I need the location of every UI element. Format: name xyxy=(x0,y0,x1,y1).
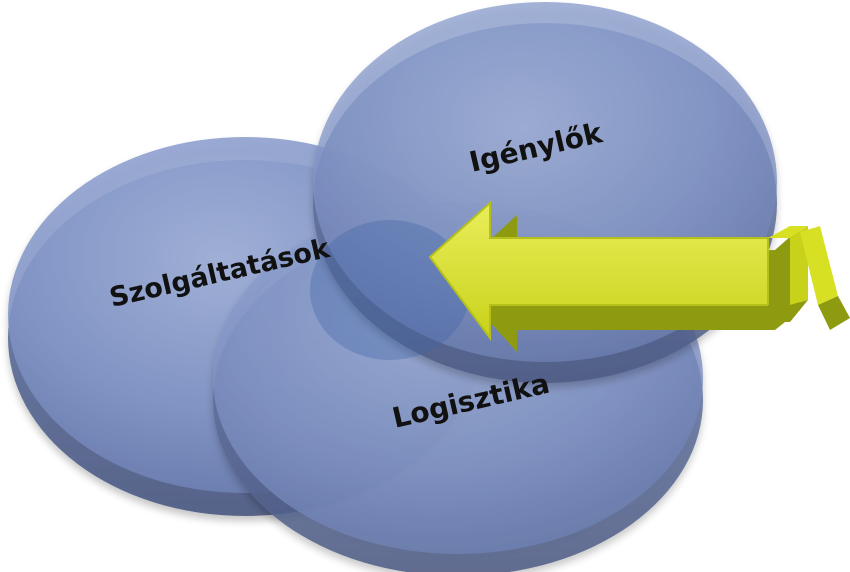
overlap-center xyxy=(310,220,470,360)
arrow-icon xyxy=(428,200,850,352)
